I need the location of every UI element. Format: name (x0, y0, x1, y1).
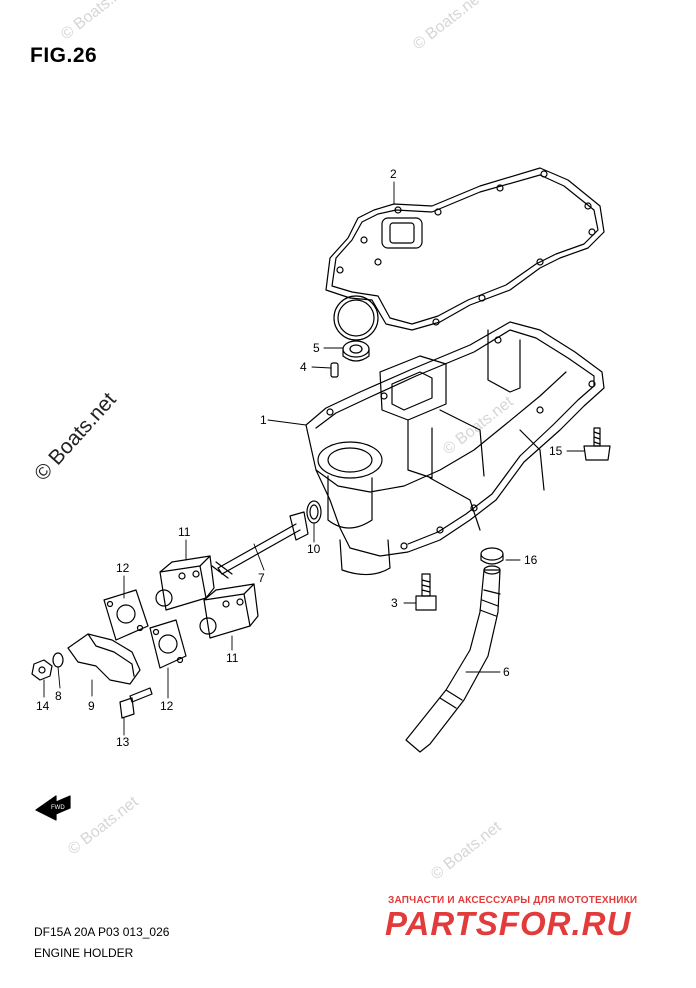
mount-part-11-lower (199, 583, 259, 639)
long-bolt-part-7 (211, 511, 309, 579)
washer-part-8 (52, 652, 64, 668)
callout-7: 7 (258, 571, 265, 585)
bolt-part-13 (119, 687, 153, 719)
callout-12-upper: 12 (116, 561, 130, 575)
callout-5: 5 (313, 341, 320, 355)
nut-part-14 (31, 659, 53, 681)
callout-14: 14 (36, 699, 50, 713)
bolt-part-3 (415, 573, 437, 611)
callout-16: 16 (524, 553, 538, 567)
callout-6: 6 (503, 665, 510, 679)
diagram-name: ENGINE HOLDER (34, 946, 134, 960)
figure-title: FIG.26 (30, 44, 98, 67)
leader-lines (43, 181, 585, 736)
callout-12-lower: 12 (160, 699, 174, 713)
forward-arrow-label: FWD (51, 805, 65, 811)
gasket-part-12-upper (103, 589, 149, 641)
gasket-part-12-lower (149, 619, 187, 669)
bracket-part-9 (67, 633, 141, 685)
brand-tagline: ЗАПЧАСТИ И АКСЕССУАРЫ ДЛЯ МОТОТЕХНИКИ (388, 895, 638, 906)
callout-15: 15 (549, 444, 563, 458)
gasket-part-2 (325, 167, 605, 341)
mount-part-11-upper (155, 555, 215, 611)
callout-1: 1 (260, 413, 267, 427)
callout-3: 3 (391, 596, 398, 610)
callout-8: 8 (55, 689, 62, 703)
callout-11-upper: 11 (178, 525, 191, 539)
hose-part-6 (405, 565, 501, 753)
callout-2: 2 (390, 167, 397, 181)
callout-9: 9 (88, 699, 95, 713)
callout-13: 13 (116, 735, 130, 749)
forward-arrow-icon: FWD (35, 795, 71, 821)
oil-seal-part-5 (342, 340, 370, 362)
bolt-part-15 (583, 427, 611, 461)
callout-labels: 1 2 3 4 5 6 7 8 9 10 11 11 12 12 13 14 1… (36, 167, 563, 749)
brand-logo[interactable]: PARTSFOR.RU (385, 905, 632, 942)
callout-4: 4 (300, 360, 307, 374)
engine-holder-part-1 (305, 321, 605, 576)
clamp-part-16 (480, 547, 504, 565)
callout-11-lower: 11 (226, 651, 239, 665)
diagram-code: DF15A 20A P03 013_026 (34, 925, 170, 939)
dowel-pin-part-4 (330, 362, 339, 378)
callout-10: 10 (307, 542, 321, 556)
o-ring-part-10 (306, 500, 322, 524)
